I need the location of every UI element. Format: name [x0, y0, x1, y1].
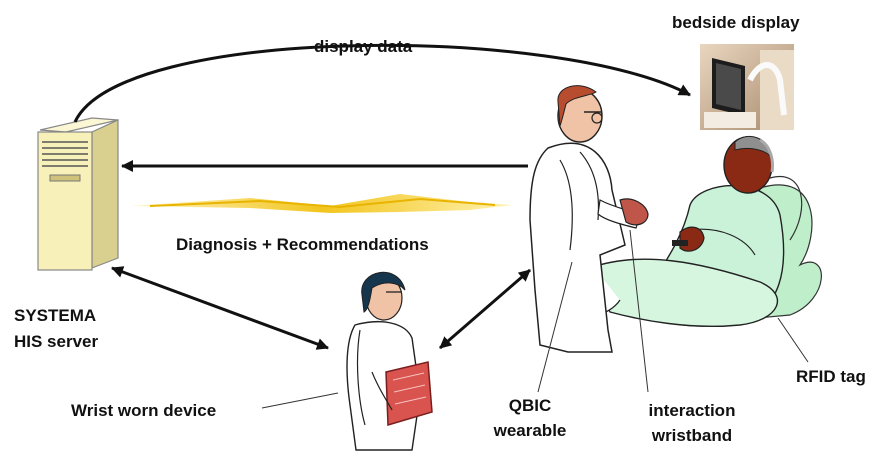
qbic-label-line2: wearable: [493, 421, 567, 440]
qbic-callout: [537, 261, 573, 393]
wristband-label-line2: wristband: [651, 426, 733, 445]
display-data-arrow: [73, 44, 691, 123]
wristband-label-line1: interaction: [648, 401, 736, 420]
bedside-display-icon: [700, 44, 794, 130]
server-label-line1: SYSTEMA: [14, 306, 97, 325]
display-data-label: display data: [314, 37, 413, 56]
wireless-signal-icon: [130, 194, 512, 213]
nurse-icon: [346, 271, 433, 451]
diagnosis-label: Diagnosis + Recommendations: [176, 235, 429, 254]
nurse-doctor-arrow: [439, 268, 531, 350]
rfid-callout: [777, 317, 809, 363]
clipboard-icon: [385, 361, 433, 426]
wristband-callout: [629, 229, 649, 393]
rfid-label: RFID tag: [796, 367, 866, 386]
server-label-line2: HIS server: [14, 332, 99, 351]
bedside-display-label: bedside display: [672, 13, 800, 32]
wrist-device-callout: [261, 392, 339, 409]
doctor-icon: [529, 85, 649, 353]
server-tower-icon: [37, 117, 119, 271]
wrist-device-label: Wrist worn device: [71, 401, 217, 420]
qbic-label-line1: QBIC: [508, 396, 552, 415]
server-nurse-arrow: [111, 266, 329, 350]
